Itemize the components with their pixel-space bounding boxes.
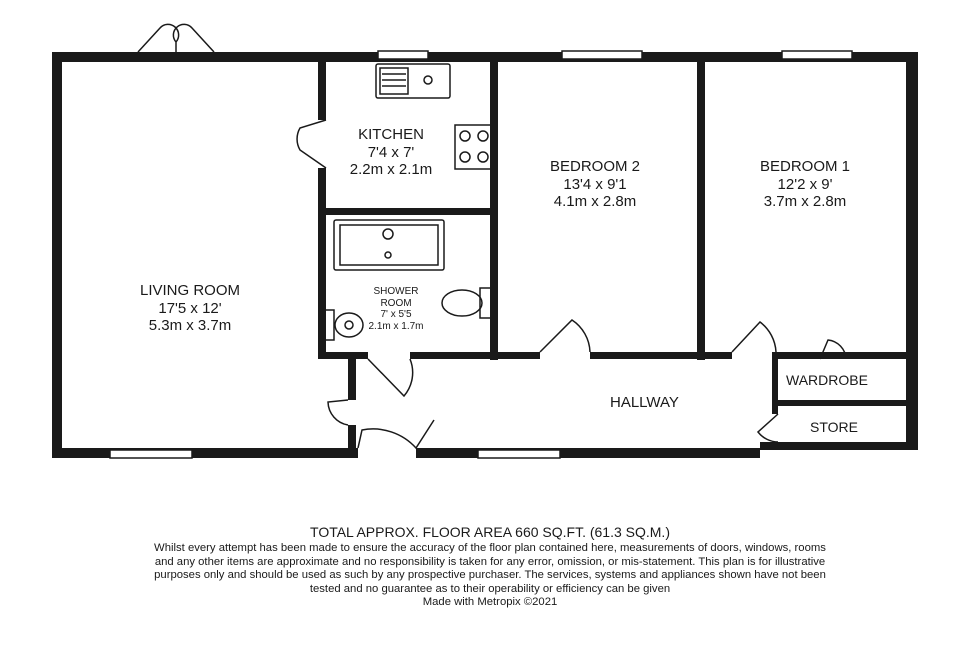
shower-tray-icon	[333, 219, 445, 271]
room-name: LIVING ROOM	[139, 282, 240, 299]
hob-icon	[454, 124, 494, 170]
door-kitchen	[296, 119, 327, 169]
outer-wall-top	[52, 52, 918, 62]
footer: TOTAL APPROX. FLOOR AREA 660 SQ.FT. (61.…	[0, 524, 980, 610]
window-kitchen	[377, 50, 429, 60]
kitchen-sink-icon	[375, 63, 451, 99]
room-label-store: STORE	[810, 419, 858, 435]
door-shower	[367, 358, 414, 398]
wall-kitchen-shower	[318, 208, 498, 215]
room-label-wardrobe: WARDROBE	[786, 372, 868, 388]
wall-living-right-bottom	[348, 425, 356, 453]
room-dim-metric: 3.7m x 2.8m	[763, 193, 847, 211]
wall-bedroom1-bottom-right	[776, 352, 918, 359]
wall-store-bottom	[760, 442, 918, 450]
door-living-hall	[327, 399, 349, 426]
window-hallway	[477, 449, 561, 459]
fixtures	[326, 63, 494, 341]
room-dim-metric: 5.3m x 3.7m	[148, 317, 232, 335]
room-label-hallway: HALLWAY	[610, 394, 679, 411]
room-dim-imperial: 17'5 x 12'	[158, 299, 222, 317]
outer-wall-right	[906, 52, 918, 448]
room-label-bedroom2: BEDROOM 2 13'4 x 9'1 4.1m x 2.8m	[510, 158, 680, 211]
wall-living-right-lower	[348, 358, 356, 400]
room-name: BEDROOM 1	[759, 158, 850, 175]
window-bedroom1	[781, 50, 853, 60]
door-living-french	[137, 23, 215, 53]
room-label-shower: SHOWER ROOM 7' x 5'5 2.1m x 1.7m	[356, 286, 436, 332]
floor-plan	[52, 23, 918, 459]
window-bedroom2	[561, 50, 643, 60]
room-name: BEDROOM 2	[549, 158, 640, 175]
toilet-icon	[441, 287, 490, 319]
windows	[109, 50, 853, 459]
wall-wardrobe-left	[772, 352, 778, 406]
room-name: KITCHEN	[358, 126, 424, 143]
wall-bedroom2-bottom-left	[490, 352, 540, 359]
wall-living-right-upper	[318, 52, 326, 120]
room-dim-imperial: 7'4 x 7'	[367, 143, 415, 161]
wall-living-right-mid	[318, 168, 326, 358]
room-dim-imperial: 7' x 5'5	[380, 309, 412, 320]
door-wardrobe	[819, 339, 847, 360]
room-dim-imperial: 12'2 x 9'	[777, 175, 833, 193]
door-store	[756, 413, 779, 443]
washbasin-icon	[326, 309, 364, 341]
outer-wall-bottom-mid	[416, 448, 760, 458]
wall-service-bottom	[318, 352, 368, 359]
room-dim-metric: 4.1m x 2.8m	[553, 193, 637, 211]
room-dim-imperial: 13'4 x 9'1	[563, 175, 627, 193]
wall-wardrobe-store	[772, 400, 918, 406]
disclaimer: Whilst every attempt has been made to en…	[154, 542, 826, 595]
window-living	[109, 449, 193, 459]
room-dim-metric: 2.2m x 2.1m	[349, 161, 433, 179]
door-bedroom2	[539, 319, 591, 353]
room-name-line2: ROOM	[380, 297, 412, 309]
room-label-living: LIVING ROOM 17'5 x 12' 5.3m x 3.7m	[90, 282, 290, 335]
outer-wall-left	[52, 52, 62, 458]
total-floor-area: TOTAL APPROX. FLOOR AREA 660 SQ.FT. (61.…	[310, 524, 670, 540]
doors	[137, 23, 847, 450]
door-entrance	[357, 419, 435, 450]
credit: Made with Metropix ©2021	[422, 596, 558, 609]
room-name-line1: SHOWER	[373, 286, 419, 297]
walls	[52, 52, 918, 458]
wall-kitchen-bedroom2	[490, 52, 498, 360]
wall-bedroom2-bedroom1	[697, 52, 705, 360]
door-bedroom1	[731, 320, 777, 353]
wall-store-left	[772, 406, 778, 414]
room-label-bedroom1: BEDROOM 1 12'2 x 9' 3.7m x 2.8m	[720, 158, 890, 211]
room-dim-metric: 2.1m x 1.7m	[368, 320, 424, 332]
wall-shower-bottom	[410, 352, 498, 359]
wall-bedrooms-bottom	[590, 352, 732, 359]
outer-wall-bottom-left	[52, 448, 358, 458]
room-label-kitchen: KITCHEN 7'4 x 7' 2.2m x 2.1m	[326, 126, 456, 179]
